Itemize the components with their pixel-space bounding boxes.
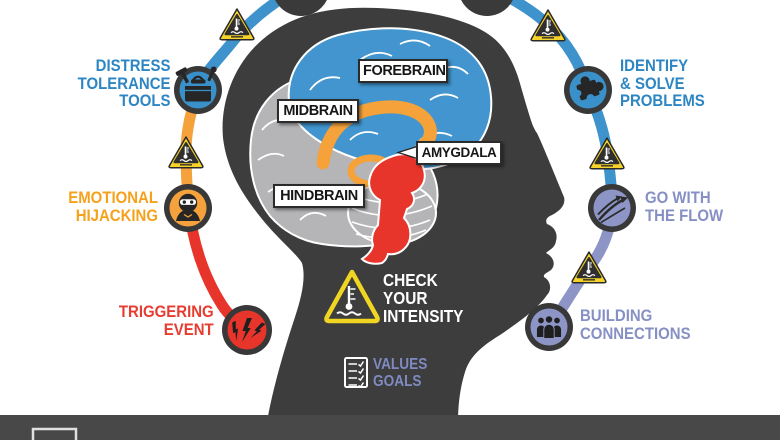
label-values-goals: VALUES GOALS <box>373 356 428 390</box>
toolbox-icon <box>175 66 217 102</box>
label-triggering-event: TRIGGERING EVENT <box>119 302 214 339</box>
cycle-node-cutoff-left <box>275 0 327 16</box>
lightning-icon <box>232 318 266 342</box>
values-goals-icon <box>344 357 368 389</box>
people-icon <box>536 315 562 339</box>
limbic-arc <box>316 100 437 170</box>
node-go-with-the-flow <box>588 184 636 232</box>
label-identify-solve-problems: IDENTIFY & SOLVE PROBLEMS <box>620 56 705 110</box>
check-intensity-icon <box>324 269 380 324</box>
label-distress-tolerance-tools: DISTRESS TOLERANCE TOOLS <box>77 56 170 110</box>
callout-forebrain: FOREBRAIN <box>358 59 448 83</box>
footer-logo-box <box>31 427 78 440</box>
node-triggering-event <box>222 305 272 355</box>
label-go-with-the-flow: GO WITH THE FLOW <box>645 188 724 225</box>
node-building-connections <box>525 303 573 351</box>
label-emotional-hijacking: EMOTIONAL HIJACKING <box>68 188 158 225</box>
intensity-warning-icon <box>589 137 625 170</box>
label-building-connections: BUILDING CONNECTIONS <box>580 306 691 343</box>
ninja-icon <box>176 193 200 221</box>
brainstem <box>360 153 426 265</box>
intensity-warning-icon <box>168 136 204 169</box>
callout-amygdala: AMYGDALA <box>416 141 502 165</box>
callout-midbrain: MIDBRAIN <box>277 99 359 123</box>
label-check-your-intensity: CHECK YOUR INTENSITY <box>383 270 464 326</box>
puzzle-icon <box>574 76 604 103</box>
node-emotional-hijacking <box>164 184 212 232</box>
node-identify-solve-problems <box>564 66 612 114</box>
node-distress-tolerance-tools <box>174 66 222 114</box>
callout-hindbrain: HINDBRAIN <box>273 184 365 208</box>
cycle-node-cutoff-right <box>461 0 513 16</box>
footer-bar <box>0 415 780 440</box>
flow-arrows-icon <box>597 195 628 224</box>
